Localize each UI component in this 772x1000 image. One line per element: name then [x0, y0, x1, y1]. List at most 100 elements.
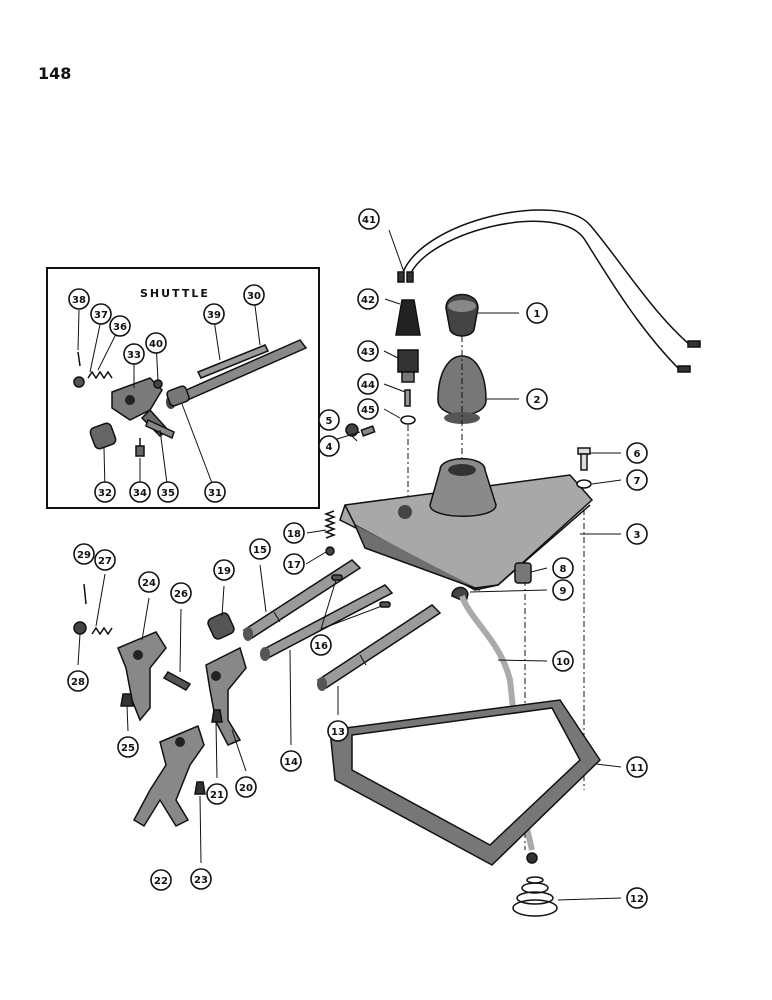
- svg-text:13: 13: [331, 727, 345, 738]
- wiring-harness: [397, 209, 701, 373]
- interlock-pin-b: [379, 601, 391, 608]
- callout-3: 3: [626, 523, 648, 545]
- callout-5: 5: [318, 409, 340, 431]
- svg-text:20: 20: [239, 783, 253, 794]
- svg-text:40: 40: [149, 339, 163, 350]
- svg-text:28: 28: [71, 677, 85, 688]
- svg-text:44: 44: [361, 380, 375, 391]
- svg-text:15: 15: [253, 545, 267, 556]
- svg-text:31: 31: [208, 488, 222, 499]
- svg-text:21: 21: [210, 790, 224, 801]
- callout-12: 12: [626, 887, 648, 909]
- callout-11: 11: [626, 756, 648, 778]
- shuttle-pin: [77, 351, 81, 367]
- callout-25: 25: [117, 736, 139, 758]
- callout-15: 15: [249, 538, 271, 560]
- callout-30: 30: [243, 284, 265, 306]
- svg-text:27: 27: [98, 556, 112, 567]
- callout-24: 24: [138, 571, 160, 593]
- shuttle-rod: [145, 418, 175, 440]
- shift-rail-14: [260, 584, 394, 661]
- callout-35: 35: [157, 481, 179, 503]
- svg-text:22: 22: [154, 876, 168, 887]
- callout-37: 37: [90, 303, 112, 325]
- shuttle-inset: SHUTTLE: [46, 267, 320, 509]
- callout-20: 20: [235, 776, 257, 798]
- callout-4: 4: [318, 435, 340, 457]
- callout-18: 18: [283, 522, 305, 544]
- svg-text:32: 32: [98, 488, 112, 499]
- svg-text:25: 25: [121, 743, 135, 754]
- cover-washer: [576, 479, 592, 489]
- callout-22: 22: [150, 869, 172, 891]
- callout-32: 32: [94, 481, 116, 503]
- svg-text:8: 8: [560, 564, 567, 575]
- switch-boot: [395, 299, 421, 336]
- callout-17: 17: [283, 553, 305, 575]
- rail-bushing: [207, 612, 235, 640]
- cover-bolt: [577, 447, 591, 471]
- detent-spring: [323, 510, 337, 539]
- callout-42: 42: [357, 288, 379, 310]
- lever-spring: [512, 876, 558, 917]
- callout-39: 39: [203, 303, 225, 325]
- svg-text:9: 9: [560, 586, 567, 597]
- callout-14: 14: [280, 750, 302, 772]
- cover-gasket: [329, 699, 601, 866]
- shift-lever: [459, 594, 538, 864]
- svg-text:11: 11: [630, 763, 644, 774]
- shifter-cover: [339, 458, 594, 591]
- callout-6: 6: [626, 442, 648, 464]
- fork-pin: [83, 583, 87, 605]
- detent-ball: [325, 546, 335, 556]
- svg-text:24: 24: [142, 578, 156, 589]
- callout-31: 31: [204, 481, 226, 503]
- shuttle-spring: [87, 370, 113, 380]
- svg-text:35: 35: [161, 488, 175, 499]
- callout-26: 26: [170, 582, 192, 604]
- cover-stud: [360, 425, 376, 437]
- callout-40: 40: [145, 332, 167, 354]
- callout-44: 44: [357, 373, 379, 395]
- svg-text:30: 30: [247, 291, 261, 302]
- callout-43: 43: [357, 340, 379, 362]
- fork-nut: [73, 621, 87, 635]
- svg-text:19: 19: [217, 566, 231, 577]
- callout-19: 19: [213, 559, 235, 581]
- svg-text:5: 5: [326, 416, 333, 427]
- cover-bushing: [514, 562, 532, 584]
- svg-text:41: 41: [362, 215, 376, 226]
- svg-text:12: 12: [630, 894, 644, 905]
- svg-text:2: 2: [534, 395, 541, 406]
- svg-text:16: 16: [314, 641, 328, 652]
- svg-text:29: 29: [77, 550, 91, 561]
- callout-21: 21: [206, 783, 228, 805]
- shuttle-bushing-31: [166, 385, 190, 407]
- svg-text:38: 38: [72, 295, 86, 306]
- shift-rail-13: [316, 604, 442, 691]
- shift-boot: [437, 355, 487, 424]
- switch-pin: [404, 389, 411, 407]
- shuttle-nut: [73, 376, 85, 388]
- svg-text:6: 6: [634, 449, 641, 460]
- callout-45: 45: [357, 398, 379, 420]
- svg-text:39: 39: [207, 310, 221, 321]
- callout-36: 36: [109, 315, 131, 337]
- interlock-pin-a: [331, 574, 343, 581]
- svg-text:3: 3: [634, 530, 641, 541]
- shuttle-screw: [135, 438, 145, 457]
- svg-text:23: 23: [194, 875, 208, 886]
- page-number: 148: [38, 64, 72, 83]
- callout-8: 8: [552, 557, 574, 579]
- callout-23: 23: [190, 868, 212, 890]
- callout-34: 34: [129, 481, 151, 503]
- svg-text:17: 17: [287, 560, 301, 571]
- shuttle-ball: [153, 379, 163, 389]
- neutral-switch: [397, 349, 419, 383]
- callout-2: 2: [526, 388, 548, 410]
- callout-28: 28: [67, 670, 89, 692]
- callout-38: 38: [68, 288, 90, 310]
- fork-rod: [162, 671, 192, 691]
- callout-1: 1: [526, 302, 548, 324]
- fork-spring: [91, 626, 113, 636]
